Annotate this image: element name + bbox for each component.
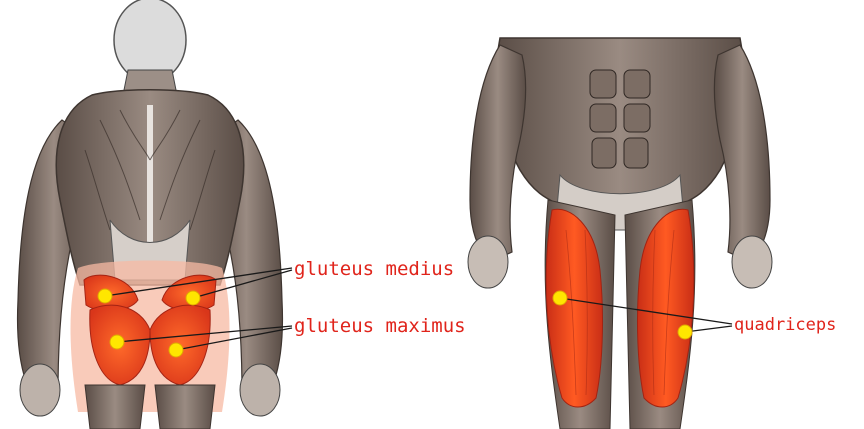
marker-gluteus-maximus-left <box>110 335 124 349</box>
marker-gluteus-maximus-right <box>169 343 183 357</box>
back-right-hand <box>240 364 280 416</box>
back-left-hand <box>20 364 60 416</box>
marker-gluteus-medius-right <box>186 291 200 305</box>
label-quadriceps: quadriceps <box>734 314 836 336</box>
front-left-hand <box>468 236 508 288</box>
front-right-hand <box>732 236 772 288</box>
marker-quadriceps-left <box>553 291 567 305</box>
back-right-leg <box>155 385 215 429</box>
front-torso <box>497 38 744 205</box>
front-view-figure <box>468 38 772 429</box>
front-left-arm <box>470 45 526 262</box>
label-gluteus-maximus: gluteus maximus <box>294 315 466 337</box>
front-right-arm <box>714 45 770 262</box>
back-left-leg <box>85 385 145 429</box>
marker-quadriceps-right <box>678 325 692 339</box>
label-gluteus-medius: gluteus medius <box>294 258 454 280</box>
marker-gluteus-medius-left <box>98 289 112 303</box>
back-view-figure <box>18 0 283 429</box>
